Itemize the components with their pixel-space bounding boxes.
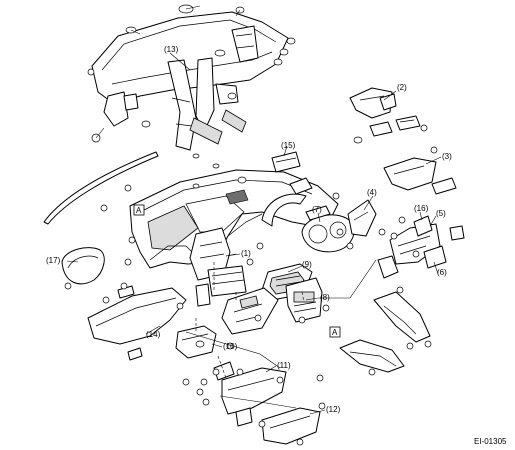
callout-11: (11) — [277, 361, 291, 370]
side-trim-panel-lower — [339, 339, 414, 376]
callout-3: (3) — [442, 152, 452, 161]
fasteners — [100, 153, 420, 446]
upper-side-panel — [349, 87, 428, 144]
callout-9: (9) — [302, 260, 312, 269]
svg-text:A: A — [136, 206, 142, 215]
callout-8: (8) — [320, 293, 330, 302]
callout-14: (14) — [146, 330, 161, 339]
callout-labels: (13) (2) (3) (15) (4) (16) (7) (5) (1) (… — [46, 45, 452, 414]
callout-1: (1) — [241, 249, 251, 258]
callout-13: (13) — [164, 45, 179, 54]
right-bracket-assembly — [377, 215, 465, 279]
glove-box — [175, 325, 217, 359]
reference-marker-a-right: A — [329, 326, 341, 338]
side-bin — [383, 146, 457, 195]
callout-10: (10) — [223, 342, 238, 351]
callout-17: (17) — [46, 256, 61, 265]
climate-control-panel — [285, 277, 323, 323]
callout-7: (7) — [312, 205, 322, 214]
audio-unit — [195, 265, 247, 307]
callout-2: (2) — [397, 83, 407, 92]
combination-meter — [301, 205, 355, 253]
callout-5: (5) — [436, 209, 446, 218]
callout-4: (4) — [367, 188, 377, 197]
side-vent — [271, 151, 313, 195]
side-trim-panel-upper — [373, 291, 432, 348]
callout-15: (15) — [281, 141, 296, 150]
knee-bolster — [213, 361, 287, 427]
lower-cover — [87, 285, 187, 361]
leader-lines — [66, 52, 442, 415]
callout-12: (12) — [326, 405, 341, 414]
callout-6: (6) — [437, 268, 447, 277]
lower-center-trim — [221, 287, 279, 335]
meter-visor — [261, 193, 307, 227]
svg-text:A: A — [332, 328, 338, 337]
callout-16: (16) — [414, 204, 429, 213]
lower-left-cover — [261, 407, 321, 445]
figure-code: EI-01305 — [474, 437, 507, 446]
meter-side-trim — [347, 199, 377, 237]
side-cover — [61, 247, 105, 290]
reference-marker-a-left: A — [133, 204, 145, 216]
steering-support-beam — [87, 4, 296, 151]
defroster-trim-strip — [43, 151, 159, 225]
